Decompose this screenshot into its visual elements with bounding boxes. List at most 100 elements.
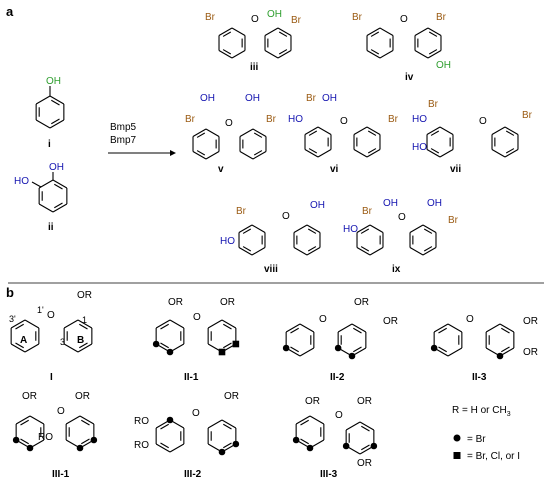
reaction-arrow [108, 150, 176, 156]
ring-label-A: A [20, 335, 27, 346]
hydroxyl-group: OH [383, 198, 398, 209]
or-group: OR [357, 458, 372, 469]
compound-label-vii: vii [450, 164, 461, 175]
bromine-dot-icon [453, 434, 461, 442]
scaffold-label-II-1: II-1 [184, 372, 199, 383]
molecule-iii: Br O OH Br [205, 9, 302, 59]
benzene-ring [292, 415, 325, 452]
bromine-atom: Br [522, 110, 533, 121]
benzene-ring [10, 319, 40, 353]
scaffold-label-II-3: II-3 [472, 372, 487, 383]
or-group: OR [220, 297, 235, 308]
scaffold-label-II-2: II-2 [330, 372, 345, 383]
benzene-ring [430, 323, 463, 357]
hydroxyl-group: HO [412, 114, 427, 125]
bromine-dot-icon [232, 440, 240, 448]
benzene-ring [12, 415, 45, 452]
benzene-ring [426, 126, 454, 158]
bromine-atom: Br [448, 215, 459, 226]
bromine-dot-icon [166, 416, 174, 424]
molecule-ix: OH Br HO O OH Br [343, 198, 459, 256]
halogen-square-icon [218, 348, 226, 356]
legend-square-text: = Br, Cl, or I [467, 451, 520, 462]
molecule-iv: Br O Br OH [352, 12, 451, 71]
hydroxyl-group: OH [436, 60, 451, 71]
benzene-ring [207, 419, 240, 456]
ether-oxygen: O [282, 211, 290, 222]
bromine-dot-icon [26, 444, 34, 452]
benzene-ring [35, 95, 65, 129]
scaffold-label-III-2: III-2 [184, 469, 202, 479]
bromine-atom: Br [362, 206, 373, 217]
hydroxyl-group: OH [245, 93, 260, 104]
or-group: OR [224, 391, 239, 402]
hydroxyl-group: OH [49, 162, 64, 173]
scaffold-label-III-3: III-3 [320, 469, 338, 479]
benzene-ring [152, 319, 185, 356]
benzene-ring [353, 126, 381, 158]
or-group: RO [134, 416, 149, 427]
ether-oxygen: O [57, 406, 65, 417]
bromine-atom: Br [306, 93, 317, 104]
hydroxyl-group: HO [14, 176, 29, 187]
scaffold-label-III-1: III-1 [52, 469, 70, 479]
compound-label-iii: iii [250, 62, 259, 73]
hydroxyl-group: OH [322, 93, 337, 104]
position-label: 1 [82, 315, 87, 325]
legend-circle-text: = Br [467, 434, 486, 445]
bromine-dot-icon [342, 442, 350, 450]
bromine-dot-icon [76, 444, 84, 452]
molecule-vi: Br OH HO O Br [288, 93, 399, 158]
ether-oxygen: O [319, 314, 327, 325]
or-group: OR [383, 316, 398, 327]
benzene-ring [334, 323, 367, 360]
halogen-square-icon [453, 452, 461, 459]
compound-label-iv: iv [405, 72, 414, 83]
ether-oxygen: O [466, 314, 474, 325]
bromine-dot-icon [334, 344, 342, 352]
bromine-dot-icon [282, 344, 290, 352]
ether-oxygen: O [340, 116, 348, 127]
or-group: OR [523, 347, 538, 358]
molecule-ii: OH HO [14, 162, 68, 213]
bromine-dot-icon [90, 436, 98, 444]
bromine-atom: Br [185, 114, 196, 125]
bromine-atom: Br [428, 99, 439, 110]
hydroxyl-group: OH [46, 76, 61, 87]
benzene-ring [293, 224, 321, 256]
or-group: OR [354, 297, 369, 308]
or-group: OR [168, 297, 183, 308]
benzene-ring [342, 421, 378, 455]
benzene-ring [366, 27, 394, 59]
panel-b-label: b [6, 285, 14, 300]
hydroxyl-group: HO [412, 142, 427, 153]
halogen-square-icon [232, 340, 240, 348]
bromine-atom: Br [352, 12, 363, 23]
bromine-dot-icon [348, 352, 356, 360]
bromine-atom: Br [291, 15, 302, 26]
bromine-atom: Br [236, 206, 247, 217]
compound-label-ix: ix [392, 264, 401, 275]
bromine-atom: Br [266, 114, 277, 125]
hydroxyl-group: OH [427, 198, 442, 209]
hydroxyl-group: OH [267, 9, 282, 20]
benzene-ring [409, 224, 437, 256]
bromine-atom: Br [388, 114, 399, 125]
benzene-ring [238, 224, 266, 256]
enzyme-label-bmp7: Bmp7 [110, 135, 137, 146]
hydroxyl-group: HO [343, 224, 358, 235]
or-group: OR [77, 290, 92, 301]
hydroxyl-group: OH [310, 200, 325, 211]
scaffold-III-1: OR O OR RO [12, 391, 98, 452]
or-group: OR [22, 391, 37, 402]
molecule-i: OH [35, 76, 65, 129]
hydroxyl-group: OH [200, 93, 215, 104]
position-label: 3' [9, 314, 16, 324]
position-label: 3 [60, 337, 65, 347]
benzene-ring [155, 416, 185, 453]
enzyme-label-bmp5: Bmp5 [110, 122, 137, 133]
benzene-ring [65, 415, 98, 452]
scaffold-III-3: OR O OR OR [292, 396, 378, 469]
or-group: OR [305, 396, 320, 407]
